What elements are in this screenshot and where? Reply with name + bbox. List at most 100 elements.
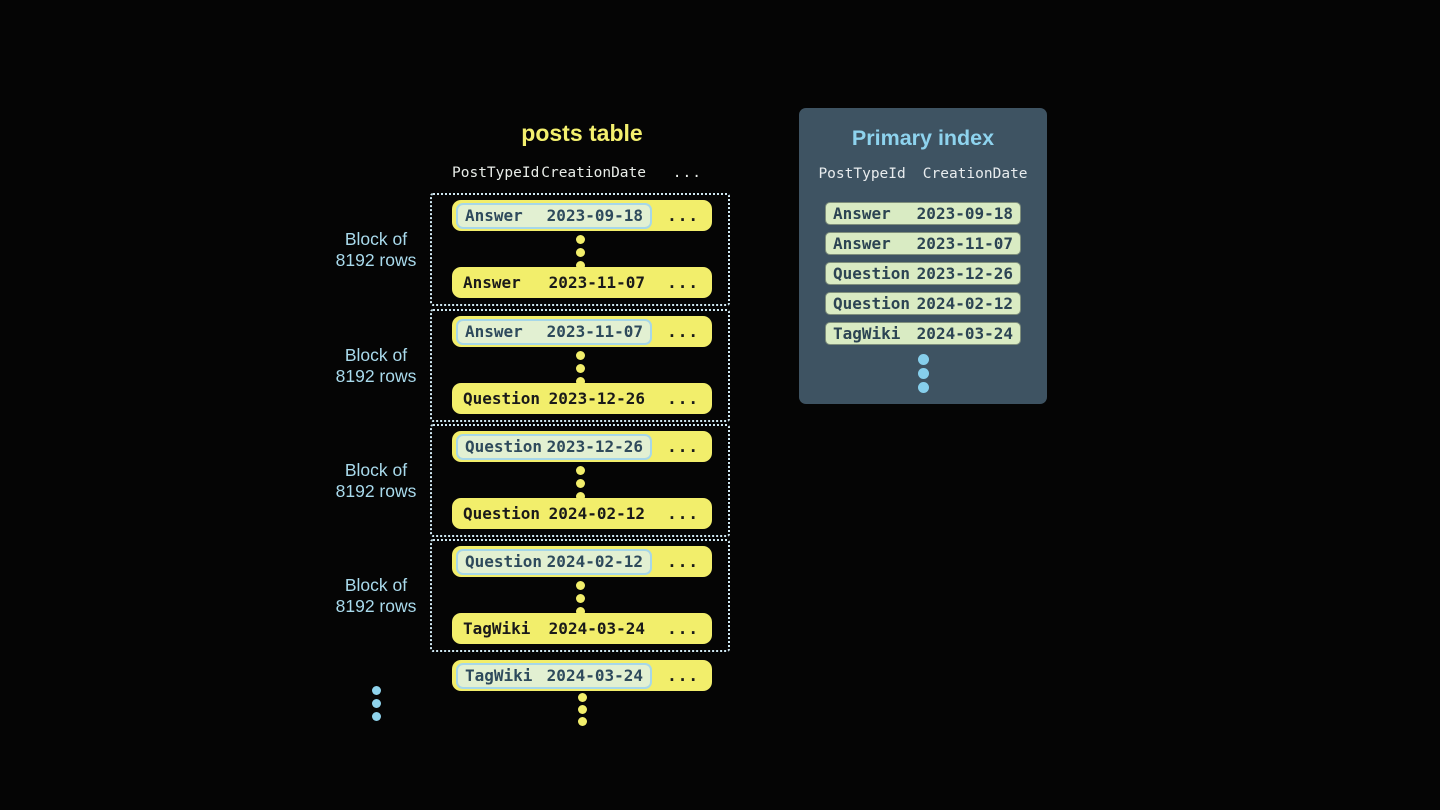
more-index-entries-ellipsis-dots: [799, 354, 1047, 393]
dot-icon: [917, 368, 929, 379]
dot-icon: [575, 607, 585, 616]
dot-icon: [577, 717, 587, 726]
creation-date-cell: 2023-12-26: [916, 264, 1013, 283]
post-type-cell: Question: [463, 389, 541, 408]
dot-icon: [575, 581, 585, 590]
table-row: Answer 2023-11-07...: [452, 316, 712, 347]
row-more-columns-ellipsis: ...: [667, 389, 699, 408]
index-header-creationdate: CreationDate: [922, 166, 1028, 182]
row-more-columns-ellipsis: ...: [667, 322, 699, 341]
post-type-cell: Question: [463, 504, 541, 523]
hidden-rows-ellipsis-dots: [432, 235, 728, 270]
post-type-cell: TagWiki: [465, 666, 533, 685]
post-type-cell: TagWiki: [833, 324, 901, 343]
creation-date-cell: 2024-02-12: [916, 294, 1013, 313]
creation-date-cell: 2023-12-26: [548, 389, 645, 408]
posts-header-columns: PostTypeId CreationDate: [452, 165, 646, 181]
hidden-rows-ellipsis-dots: [432, 466, 728, 501]
dot-icon: [575, 248, 585, 257]
posts-table-title: posts table: [521, 120, 643, 146]
posts-header-more-columns-ellipsis: ...: [672, 165, 702, 181]
row-more-columns-ellipsis: ...: [667, 552, 699, 571]
dot-icon: [575, 594, 585, 603]
dot-icon: [575, 235, 585, 244]
dot-icon: [371, 686, 381, 695]
hidden-rows-ellipsis-dots: [432, 581, 728, 616]
post-type-cell: TagWiki: [463, 619, 531, 638]
post-type-cell: Question: [833, 264, 911, 283]
index-row: Question 2023-12-26: [825, 262, 1021, 285]
dot-icon: [371, 712, 381, 721]
dot-icon: [575, 377, 585, 386]
row-block: Answer 2023-11-07... Question 2023-12-26...: [430, 309, 730, 422]
dot-icon: [371, 699, 381, 708]
row-values: Question 2024-02-12: [456, 500, 652, 527]
more-rows-ellipsis-dots: [452, 693, 712, 726]
row-more-columns-ellipsis: ...: [667, 619, 699, 638]
creation-date-cell: 2023-12-26: [546, 437, 643, 456]
post-type-cell: Question: [465, 552, 543, 571]
creation-date-cell: 2024-02-12: [548, 504, 645, 523]
table-row: TagWiki 2024-03-24...: [452, 660, 712, 691]
row-more-columns-ellipsis: ...: [667, 437, 699, 456]
row-more-columns-ellipsis: ...: [667, 504, 699, 523]
indexed-entry-highlight: TagWiki 2024-03-24: [456, 662, 652, 689]
row-more-columns-ellipsis: ...: [667, 666, 699, 685]
primary-index-panel: Primary index PostTypeId CreationDate An…: [799, 108, 1047, 404]
dot-icon: [917, 382, 929, 393]
block-label-line1: Block of: [344, 460, 408, 480]
block-label-line2: 8192 rows: [335, 481, 417, 501]
creation-date-cell: 2024-03-24: [916, 324, 1013, 343]
block-label-line2: 8192 rows: [335, 250, 417, 270]
posts-table-header: PostTypeId CreationDate ...: [452, 165, 712, 181]
post-type-cell: Answer: [463, 273, 521, 292]
row-more-columns-ellipsis: ...: [667, 273, 699, 292]
primary-index-header: PostTypeId CreationDate: [799, 166, 1047, 183]
block-label-line1: Block of: [344, 345, 408, 365]
indexed-entry-highlight: Answer 2023-11-07: [456, 318, 652, 345]
creation-date-cell: 2023-11-07: [548, 273, 645, 292]
post-type-cell: Answer: [465, 322, 523, 341]
table-row: Question 2024-02-12...: [452, 498, 712, 529]
dot-icon: [575, 364, 585, 373]
dot-icon: [575, 261, 585, 270]
table-row: Question 2023-12-26...: [452, 383, 712, 414]
row-values: TagWiki 2024-03-24: [456, 615, 652, 642]
table-row: Answer 2023-11-07...: [452, 267, 712, 298]
creation-date-cell: 2023-11-07: [546, 322, 643, 341]
primary-index-title: Primary index: [851, 126, 995, 150]
creation-date-cell: 2023-09-18: [546, 206, 643, 225]
dot-icon: [575, 466, 585, 475]
creation-date-cell: 2024-03-24: [548, 619, 645, 638]
post-type-cell: Answer: [833, 204, 891, 223]
dot-icon: [575, 492, 585, 501]
more-blocks-ellipsis-dots: [330, 686, 422, 721]
block-label-line1: Block of: [344, 229, 408, 249]
hidden-rows-ellipsis-dots: [432, 351, 728, 386]
table-row: TagWiki 2024-03-24...: [452, 613, 712, 644]
index-row: TagWiki 2024-03-24: [825, 322, 1021, 345]
posts-header-posttypeid: PostTypeId: [452, 165, 540, 181]
creation-date-cell: 2024-03-24: [546, 666, 643, 685]
index-row: Answer 2023-09-18: [825, 202, 1021, 225]
dot-icon: [575, 351, 585, 360]
row-values: Answer 2023-11-07: [456, 269, 652, 296]
creation-date-cell: 2023-09-18: [916, 204, 1013, 223]
block-label-line2: 8192 rows: [335, 596, 417, 616]
row-more-columns-ellipsis: ...: [667, 206, 699, 225]
post-type-cell: Question: [465, 437, 543, 456]
